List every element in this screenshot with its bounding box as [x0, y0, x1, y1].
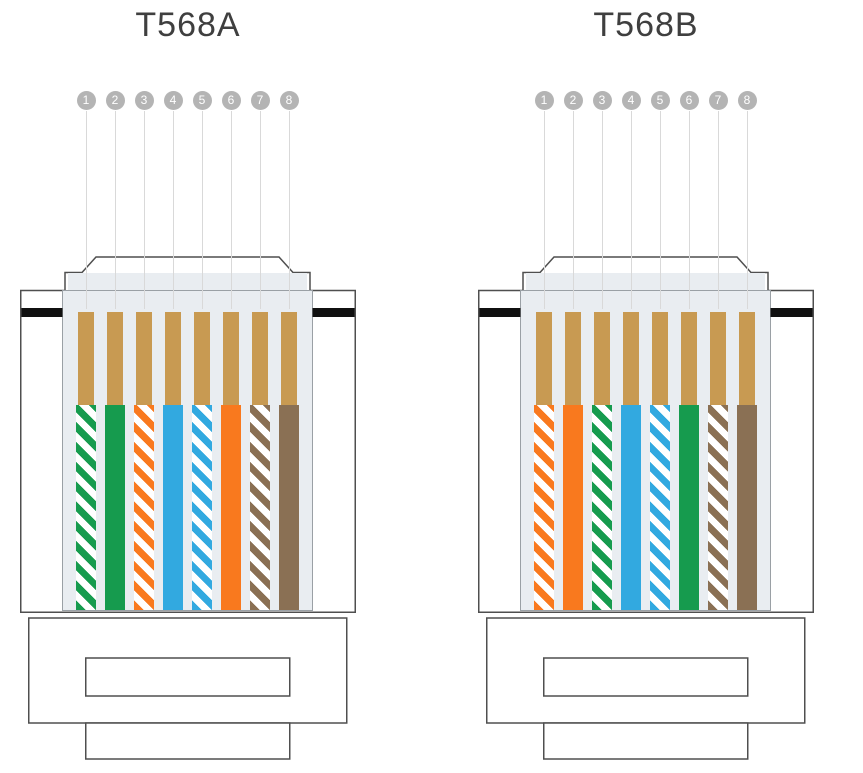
wire-orange [563, 405, 583, 610]
wire-white-blue [650, 405, 670, 610]
pin-contact-8 [281, 312, 297, 406]
wire-brown [737, 405, 757, 610]
pin-number-8: 8 [279, 91, 299, 110]
wire-blue [163, 405, 183, 610]
cable-tab [543, 722, 749, 760]
pin-contact-4 [165, 312, 181, 406]
left-black-mark [21, 308, 63, 317]
pin-number-4: 4 [621, 91, 641, 110]
pin-contact-5 [194, 312, 210, 406]
connector-window [520, 290, 771, 611]
pin-number-7: 7 [250, 91, 270, 110]
wire-white-brown [708, 405, 728, 610]
pin-number-1: 1 [76, 91, 96, 110]
connector-body [478, 256, 814, 760]
connector-body [20, 256, 356, 760]
pin-number-2: 2 [563, 91, 583, 110]
pin-contact-1 [78, 312, 94, 406]
pin-contact-5 [652, 312, 668, 406]
wire-green [679, 405, 699, 610]
pin-contact-6 [223, 312, 239, 406]
pin-contact-3 [594, 312, 610, 406]
diagram-title-t568b: T568B [593, 6, 699, 44]
right-black-mark [312, 308, 355, 317]
wires-layer [20, 256, 356, 761]
pin-contact-7 [252, 312, 268, 406]
rj45-connector-t568a [20, 256, 356, 761]
pin-number-5: 5 [192, 91, 212, 110]
pin-number-8: 8 [737, 91, 757, 110]
connector-window-upper [526, 273, 765, 291]
pin-contact-7 [710, 312, 726, 406]
wire-white-orange [134, 405, 154, 610]
pin-number-3: 3 [134, 91, 154, 110]
wire-white-blue [192, 405, 212, 610]
wire-blue [621, 405, 641, 610]
wire-white-green [76, 405, 96, 610]
pin-contact-4 [623, 312, 639, 406]
wire-white-green [592, 405, 612, 610]
pin-contact-2 [107, 312, 123, 406]
pin-contact-2 [565, 312, 581, 406]
base-inner-window [543, 657, 749, 697]
cable-tab [85, 722, 291, 760]
pin-number-6: 6 [679, 91, 699, 110]
right-black-mark [770, 308, 813, 317]
pin-contact-8 [739, 312, 755, 406]
wire-brown [279, 405, 299, 610]
pin-contact-6 [681, 312, 697, 406]
pin-number-3: 3 [592, 91, 612, 110]
wire-orange [221, 405, 241, 610]
pin-number-5: 5 [650, 91, 670, 110]
wire-green [105, 405, 125, 610]
pin-number-4: 4 [163, 91, 183, 110]
left-black-mark [479, 308, 521, 317]
pin-contact-3 [136, 312, 152, 406]
wire-white-brown [250, 405, 270, 610]
rj45-connector-t568b [478, 256, 814, 761]
wire-white-orange [534, 405, 554, 610]
wires-layer [478, 256, 814, 761]
pin-contact-1 [536, 312, 552, 406]
diagram-title-t568a: T568A [135, 6, 241, 44]
pin-number-7: 7 [708, 91, 728, 110]
pin-number-6: 6 [221, 91, 241, 110]
connector-window [62, 290, 313, 611]
pin-number-2: 2 [105, 91, 125, 110]
connector-window-upper [68, 273, 307, 291]
pin-number-1: 1 [534, 91, 554, 110]
base-inner-window [85, 657, 291, 697]
